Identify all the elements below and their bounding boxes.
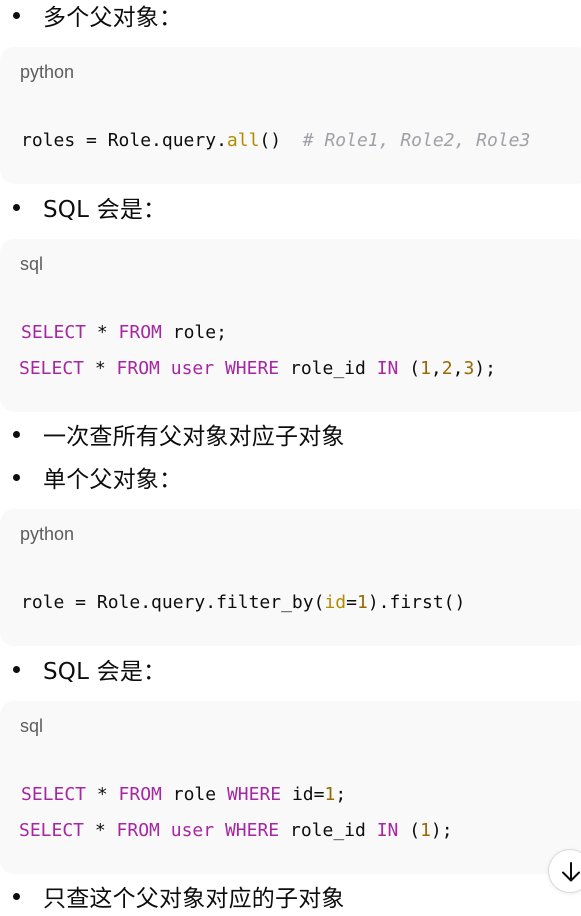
- code-token: FROM: [116, 820, 160, 841]
- bullet-dot: [13, 473, 20, 481]
- code-language-label: sql: [20, 254, 44, 274]
- list-item-text: SQL 会是：: [43, 659, 167, 685]
- code-token: 1: [420, 358, 431, 379]
- list-item: SQL 会是：: [0, 187, 581, 227]
- code-language-label: sql: [20, 716, 44, 736]
- bullet-dot: [13, 892, 20, 900]
- scroll-to-bottom-button[interactable]: [548, 849, 581, 893]
- code-token: IN: [376, 820, 399, 841]
- code-block: sql SELECT * FROM role; SELECT * FROM us…: [0, 239, 581, 412]
- code-token: FROM: [118, 784, 162, 805]
- code-token: SELECT: [21, 322, 87, 343]
- code-token: all: [226, 130, 260, 151]
- code-token: [214, 358, 225, 379]
- list-item-text: 单个父对象：: [43, 467, 183, 493]
- code-token: WHERE: [224, 358, 280, 379]
- code-token: ;: [335, 784, 347, 805]
- code-token: id=: [281, 784, 325, 805]
- code-token: 1: [356, 592, 368, 613]
- code-token: [160, 358, 171, 379]
- list-item-text: 一次查所有父对象对应子对象: [43, 424, 345, 450]
- code-token: (): [259, 130, 303, 151]
- code-token: );: [474, 358, 496, 379]
- code-line: SELECT * FROM role;: [21, 322, 227, 343]
- code-block: python role = Role.query.filter_by(id=1)…: [0, 509, 581, 646]
- arrow-down-icon: [562, 862, 580, 882]
- code-token: );: [430, 820, 453, 841]
- code-token: *: [84, 358, 117, 379]
- code-token: role: [161, 784, 227, 805]
- code-token: SELECT: [19, 820, 85, 841]
- list-item: 一次查所有父对象对应子对象: [0, 414, 581, 454]
- code-line: roles = Role.query.all() # Role1, Role2,…: [21, 130, 530, 151]
- code-token: role = Role.query.filter_by(: [21, 592, 325, 613]
- code-token: [214, 820, 225, 841]
- code-token: IN: [376, 358, 399, 379]
- code-token: user: [170, 358, 215, 379]
- list-item-text: SQL 会是：: [43, 197, 167, 223]
- list-item: 单个父对象：: [0, 457, 581, 497]
- code-token: user: [170, 820, 215, 841]
- code-token: ).first(): [367, 592, 466, 613]
- code-token: FROM: [118, 322, 162, 343]
- code-token: WHERE: [226, 784, 282, 805]
- code-token: *: [86, 322, 119, 343]
- list-item: 只查这个父对象对应的子对象: [0, 876, 581, 916]
- list-item-text: 只查这个父对象对应的子对象: [43, 886, 345, 912]
- code-token: FROM: [116, 358, 160, 379]
- code-token: *: [86, 784, 119, 805]
- bullet-dot: [13, 665, 20, 673]
- code-token: role_id: [279, 358, 377, 379]
- code-token: WHERE: [224, 820, 280, 841]
- code-line: SELECT * FROM user WHERE role_id IN (1);: [19, 820, 453, 841]
- code-token: =: [346, 592, 357, 613]
- code-line: SELECT * FROM role WHERE id=1;: [21, 784, 346, 805]
- code-token: 3: [463, 358, 475, 379]
- code-language-label: python: [20, 62, 75, 82]
- code-token: [160, 820, 171, 841]
- code-token: ,: [430, 358, 442, 379]
- code-token: role_id: [279, 820, 377, 841]
- code-token: *: [84, 820, 117, 841]
- list-item-text: 多个父对象：: [43, 5, 183, 31]
- code-token: id: [324, 592, 347, 613]
- code-language-label: python: [20, 524, 75, 544]
- list-item: 多个父对象：: [0, 0, 581, 35]
- code-token: role;: [161, 322, 227, 343]
- code-token: 1: [324, 784, 336, 805]
- code-line: SELECT * FROM user WHERE role_id IN (1,2…: [19, 358, 496, 379]
- code-token: SELECT: [21, 784, 87, 805]
- code-line: role = Role.query.filter_by(id=1).first(…: [21, 592, 465, 613]
- code-token: 1: [420, 820, 431, 841]
- code-token: ,: [452, 358, 464, 379]
- code-token: 2: [441, 358, 453, 379]
- code-block: python roles = Role.query.all() # Role1,…: [0, 47, 581, 184]
- code-token: # Role1, Role2, Role3: [302, 130, 531, 151]
- code-token: (: [398, 358, 421, 379]
- code-token: (: [398, 820, 421, 841]
- bullet-dot: [13, 430, 20, 438]
- code-block: sql SELECT * FROM role WHERE id=1; SELEC…: [0, 701, 581, 874]
- bullet-dot: [13, 11, 20, 19]
- code-token: SELECT: [19, 358, 85, 379]
- code-token: roles = Role.query.: [21, 130, 227, 151]
- bullet-dot: [13, 203, 20, 211]
- list-item: SQL 会是：: [0, 649, 581, 689]
